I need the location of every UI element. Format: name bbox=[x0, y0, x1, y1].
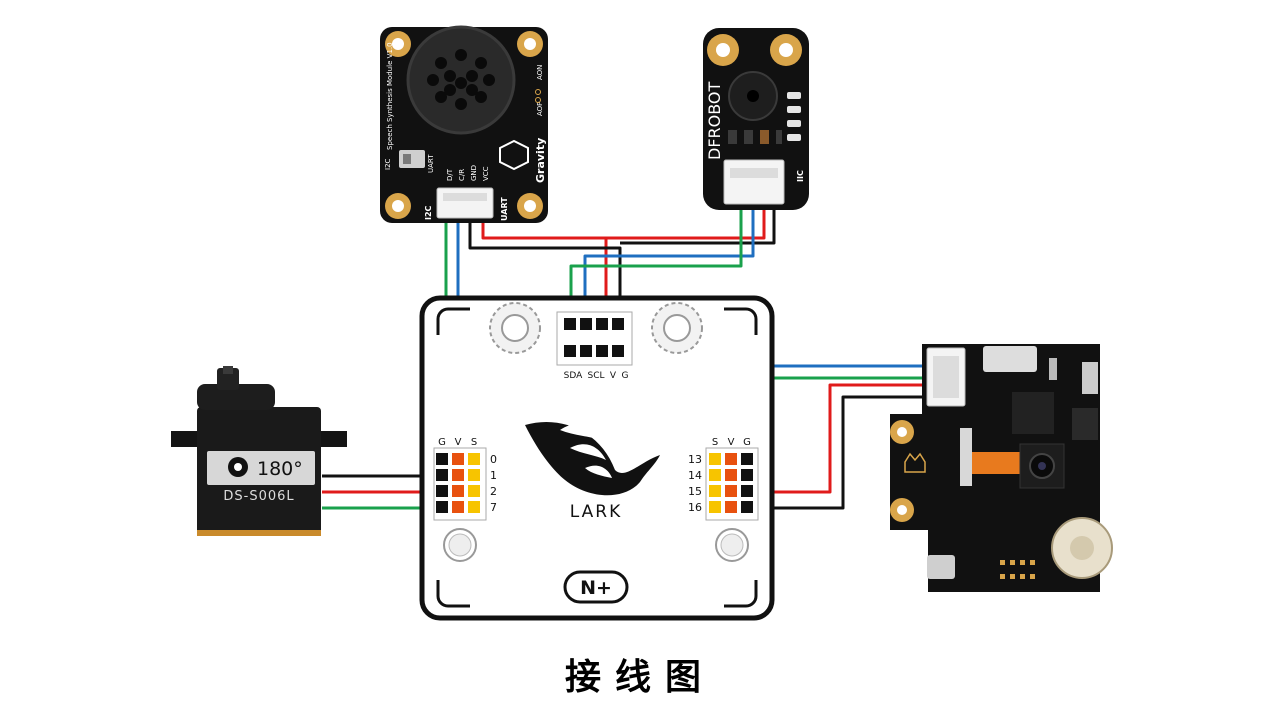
dfrobot-sensor-module: DFROBOT IIC bbox=[703, 28, 809, 210]
lark-bird-icon bbox=[525, 422, 660, 496]
ribbon-cable bbox=[960, 428, 972, 486]
right-pin-13: 13 bbox=[688, 453, 702, 466]
left-pin-2: 2 bbox=[490, 485, 497, 498]
pin-label-dt: D/T bbox=[446, 168, 454, 181]
gravity-brand: Gravity bbox=[534, 138, 547, 183]
wire-sensor-red bbox=[606, 208, 766, 240]
wire-speech-red bbox=[481, 218, 608, 325]
right-header-v: V bbox=[728, 437, 735, 448]
camera-module bbox=[890, 344, 1113, 592]
i2c-label-g: G bbox=[622, 371, 629, 381]
solder-pads bbox=[1000, 560, 1035, 579]
left-header-v: V bbox=[455, 437, 462, 448]
mode-switch[interactable] bbox=[399, 150, 425, 168]
servo-angle-text: 180° bbox=[257, 458, 303, 480]
wire-sensor-black bbox=[620, 208, 776, 245]
ribbon-flex bbox=[972, 452, 1026, 474]
pin-label-vcc: VCC bbox=[482, 166, 490, 181]
switch-label-i2c: I2C bbox=[384, 158, 392, 170]
switch-labels: I2C UART bbox=[384, 154, 435, 173]
aon-label: AON bbox=[536, 65, 544, 80]
right-pin-15: 15 bbox=[688, 485, 702, 498]
servo-ear-left bbox=[171, 431, 197, 447]
right-pins bbox=[709, 453, 753, 513]
cat-logo-icon bbox=[904, 452, 926, 473]
aop-label: AOP bbox=[536, 102, 544, 116]
speech-connector bbox=[436, 187, 494, 219]
right-pin-16: 16 bbox=[688, 501, 702, 514]
left-pins bbox=[436, 453, 480, 513]
chip bbox=[1012, 392, 1054, 434]
left-header-g: G bbox=[438, 437, 446, 448]
left-pin-7: 7 bbox=[490, 501, 497, 514]
wire-camera-black bbox=[748, 395, 930, 510]
servo-shaft bbox=[217, 368, 239, 390]
micro-usb-port bbox=[927, 555, 955, 579]
usb-port bbox=[983, 346, 1037, 372]
wire-speech-black bbox=[468, 218, 622, 325]
lark-logo-text: LARK bbox=[570, 502, 622, 522]
speech-side-text: Speech Synthesis Module V1.0 bbox=[386, 42, 394, 150]
switch-label-uart: UART bbox=[427, 154, 435, 173]
port-label-i2c: I2C bbox=[424, 205, 433, 220]
robot-logo-icon bbox=[499, 139, 529, 171]
i2c-pins bbox=[564, 318, 624, 357]
n-plus-badge-text: N+ bbox=[580, 577, 612, 599]
left-header-s: S bbox=[471, 437, 477, 448]
speech-synthesis-module: Speech Synthesis Module V1.0 I2C UART D/… bbox=[380, 25, 548, 223]
servo-motor: 180° DS-S006L bbox=[171, 366, 347, 536]
sensor-connector bbox=[723, 159, 785, 205]
servo-top bbox=[197, 384, 275, 410]
speaker-grille bbox=[427, 49, 495, 110]
pin-label-cr: C/R bbox=[458, 169, 466, 181]
lark-board: SDA SCL V G G V S 0 1 2 7 S V G 13 14 bbox=[419, 295, 775, 621]
chip bbox=[1072, 408, 1098, 440]
n-plus-badge bbox=[563, 570, 629, 604]
right-header-g: G bbox=[743, 437, 751, 448]
servo-model-text: DS-S006L bbox=[223, 489, 294, 504]
right-pin-14: 14 bbox=[688, 469, 702, 482]
sensor-port-label: IIC bbox=[796, 170, 805, 182]
i2c-label-v: V bbox=[610, 371, 617, 381]
servo-ear-right bbox=[321, 431, 347, 447]
wire-camera-red bbox=[748, 383, 930, 494]
diagram-caption: 接线图 bbox=[564, 657, 715, 698]
i2c-label-sda: SDA bbox=[564, 371, 583, 381]
dfrobot-brand: DFROBOT bbox=[705, 81, 724, 160]
left-pin-0: 0 bbox=[490, 453, 497, 466]
wire-sensor-blue bbox=[583, 208, 755, 325]
pin-label-gnd: GND bbox=[470, 165, 478, 181]
port-label-uart: UART bbox=[500, 197, 509, 221]
right-header-s: S bbox=[712, 437, 718, 448]
i2c-label-scl: SCL bbox=[587, 371, 604, 381]
left-pin-1: 1 bbox=[490, 469, 497, 482]
